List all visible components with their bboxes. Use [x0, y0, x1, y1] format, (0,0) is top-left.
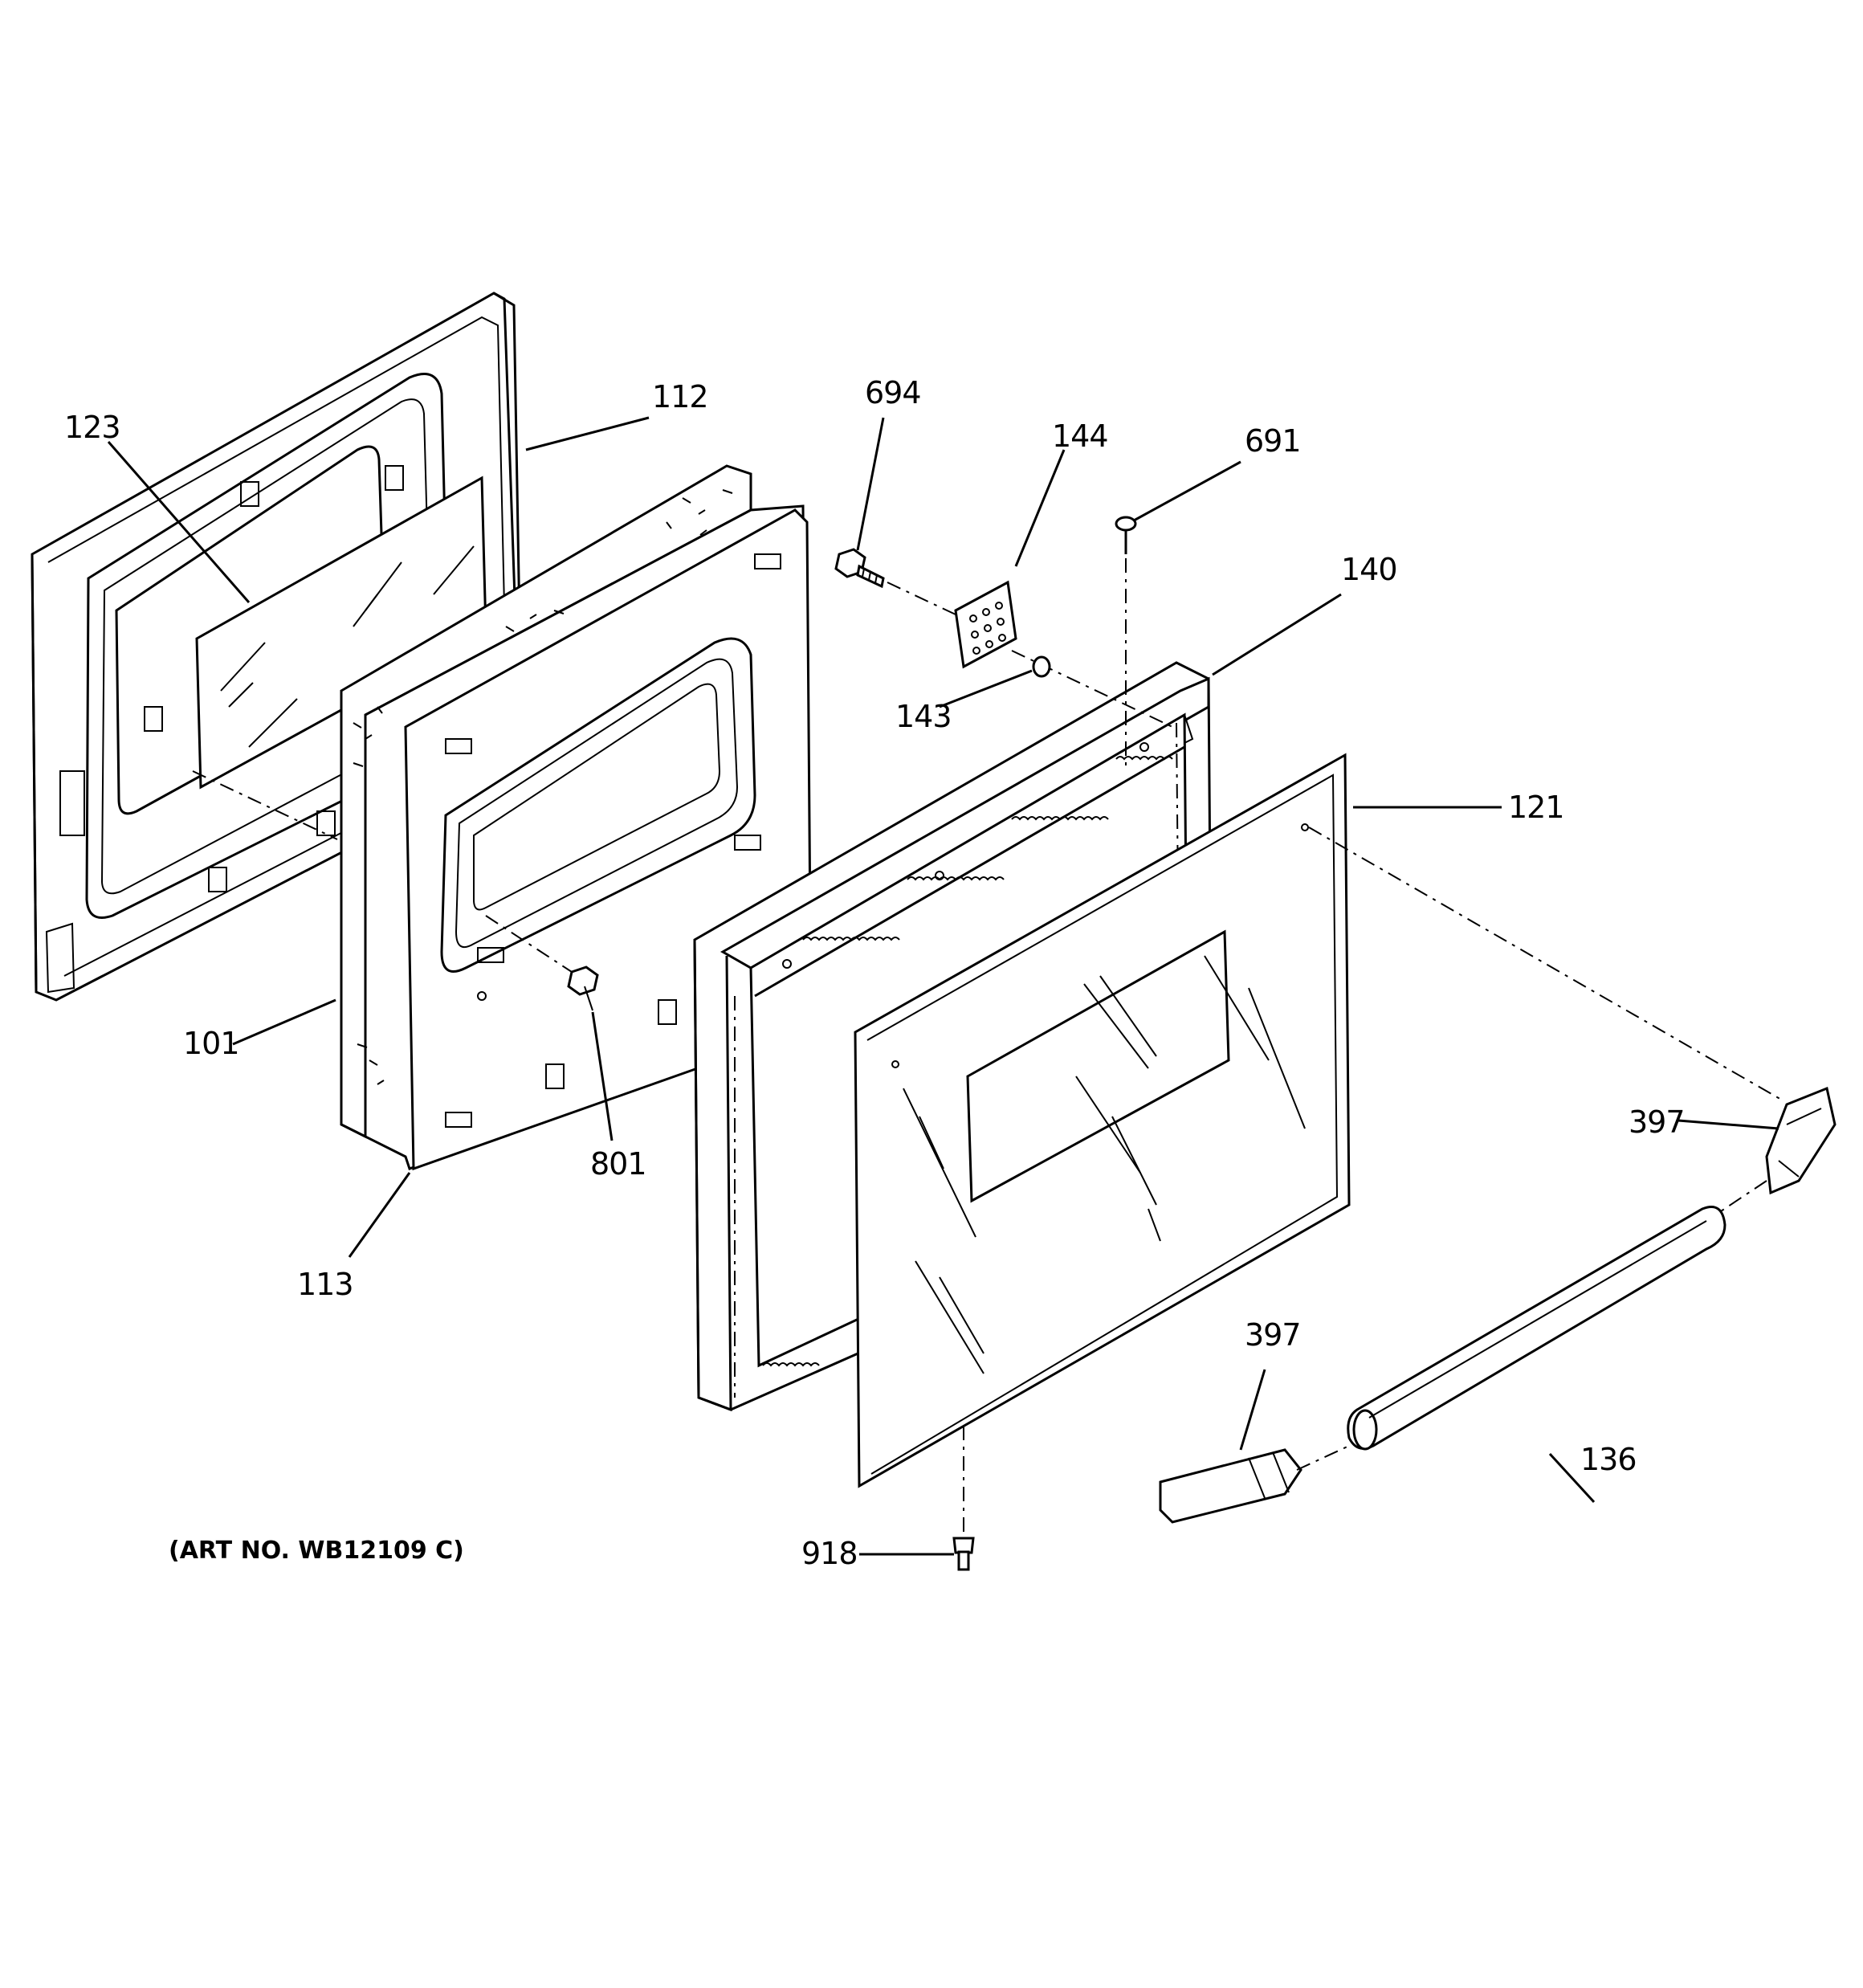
- label-397-right: 397: [1629, 1104, 1685, 1140]
- part-end-cap-right: [1718, 1086, 1837, 1214]
- label-113: 113: [297, 1267, 353, 1302]
- part-bracket-144: [954, 580, 1017, 669]
- leader-lines: [107, 416, 1784, 1556]
- part-end-cap-left: [1159, 1445, 1350, 1524]
- part-bolt-694: [834, 548, 1173, 728]
- part-handle-136: [1347, 1206, 1726, 1451]
- label-112: 112: [652, 379, 708, 414]
- label-397-left: 397: [1245, 1317, 1301, 1353]
- part-screw-918: [952, 1426, 975, 1571]
- label-801: 801: [590, 1146, 646, 1182]
- label-144: 144: [1052, 418, 1108, 454]
- label-143: 143: [895, 699, 952, 734]
- label-918: 918: [801, 1536, 858, 1571]
- art-number: (ART NO. WB12109 C): [169, 1537, 464, 1565]
- part-screw-801: [485, 915, 599, 1011]
- label-123: 123: [64, 410, 120, 445]
- label-691: 691: [1245, 423, 1301, 459]
- part-washer-143: [1032, 655, 1051, 678]
- part-outer-glass: [854, 753, 1351, 1488]
- label-101: 101: [183, 1026, 239, 1061]
- label-136: 136: [1580, 1442, 1637, 1477]
- part-labels: 123 112 101 113 801 694 144 691 140 143 …: [64, 375, 1686, 1571]
- label-140: 140: [1341, 552, 1397, 587]
- label-121: 121: [1508, 790, 1564, 825]
- label-694: 694: [865, 375, 921, 410]
- part-screw-691: [1115, 516, 1137, 771]
